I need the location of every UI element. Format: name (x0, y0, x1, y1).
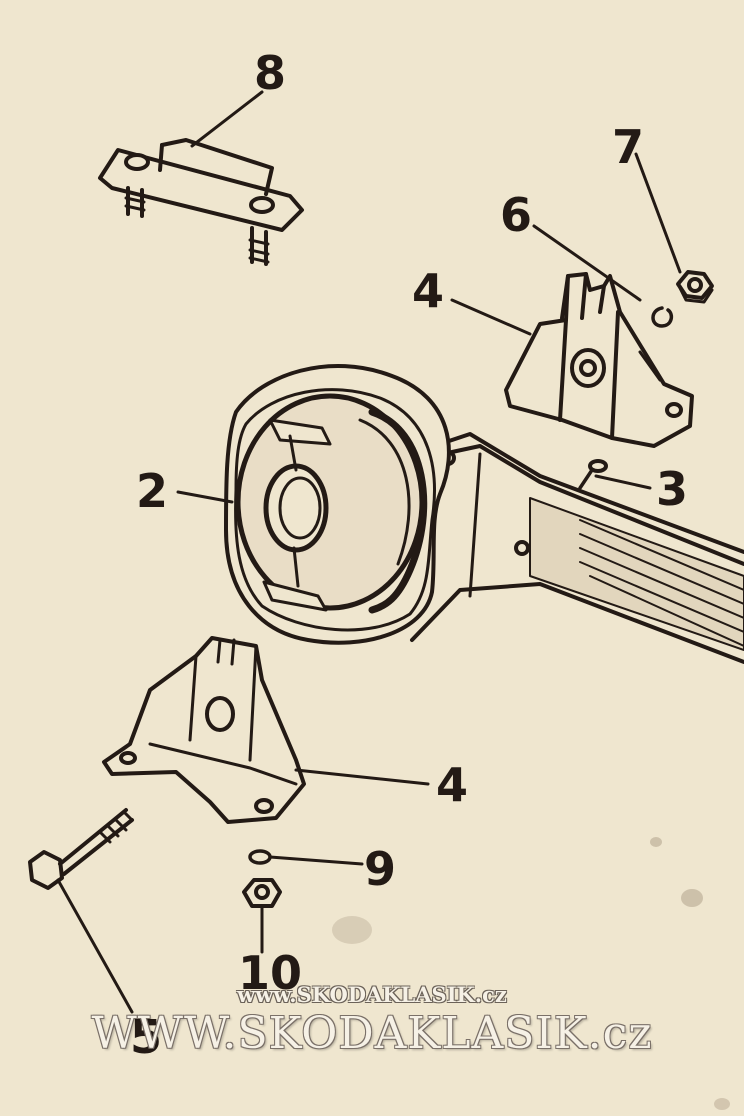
paper-stains (332, 837, 730, 1110)
callout-part-2: 2 (136, 464, 169, 518)
spring-washer-part-6 (651, 306, 674, 328)
clamp-plate-part-8 (98, 138, 304, 266)
bolt-part-5 (28, 808, 134, 890)
rubber-mount-part-2 (224, 363, 451, 645)
callout-part-10: 10 (238, 946, 303, 1000)
callout-part-6: 6 (500, 188, 533, 242)
callout-part-9: 9 (364, 842, 397, 896)
watermark-small: www.SKODAKLASIK.cz (237, 982, 507, 1007)
nut-part-10 (242, 878, 282, 908)
nut-part-7 (676, 270, 714, 304)
upper-bracket-part-4 (504, 272, 694, 448)
lower-bracket-part-4 (102, 636, 306, 824)
callout-part-4-upper: 4 (412, 264, 445, 318)
callout-part-7: 7 (612, 120, 645, 174)
callout-part-5: 5 (130, 1010, 163, 1064)
callout-part-4-lower: 4 (436, 758, 469, 812)
leader-lines (56, 90, 682, 1014)
watermark-large: WWW.SKODAKLASIK.cz (91, 1008, 653, 1059)
callout-part-3: 3 (656, 462, 689, 516)
leaf-spring (410, 432, 744, 664)
callout-part-8: 8 (254, 46, 287, 100)
washer-part-9 (248, 849, 272, 865)
screw-part-3 (578, 459, 608, 490)
